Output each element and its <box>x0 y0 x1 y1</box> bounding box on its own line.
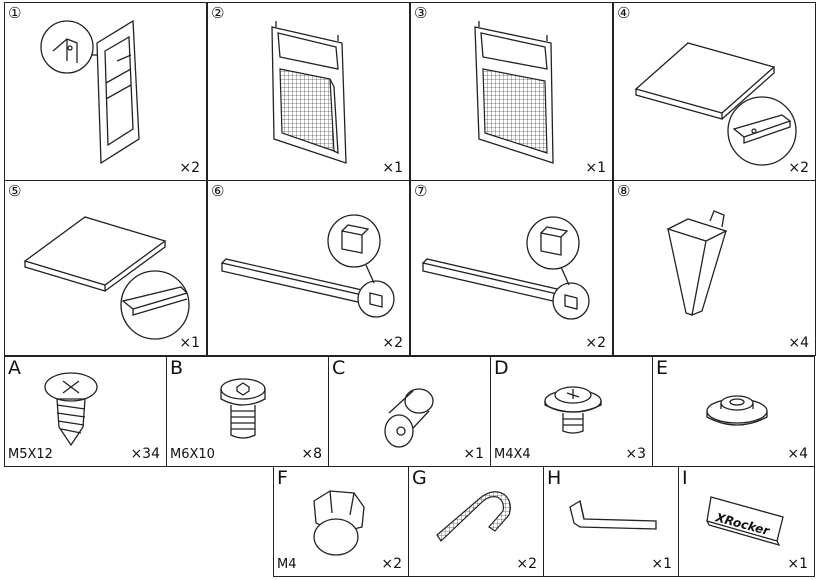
tapping-screw-drawing <box>44 372 98 447</box>
hardware-size: M6X10 <box>170 447 215 462</box>
hardware-letter: B <box>170 357 184 379</box>
front-frame-with-mesh-door-drawing <box>271 21 347 164</box>
flanged-washer-drawing <box>706 395 768 426</box>
logo-badge-drawing: XRocker <box>706 496 784 547</box>
cylinder-nut-drawing <box>384 388 434 448</box>
hardware-letter: H <box>547 467 562 489</box>
hardware-panel-g: G ×2 <box>408 466 544 577</box>
part-number: ① <box>8 4 22 22</box>
hardware-letter: I <box>682 467 688 489</box>
quantity: ×2 <box>585 335 606 351</box>
quantity: ×4 <box>787 446 808 462</box>
quantity: ×34 <box>130 446 160 462</box>
hardware-letter: C <box>332 357 346 379</box>
rail-bar-drawing <box>421 216 590 320</box>
cap-nut-drawing <box>313 490 365 556</box>
quantity: ×1 <box>382 160 403 176</box>
quantity: ×8 <box>301 446 322 462</box>
washer-screw-drawing <box>544 386 602 434</box>
part-panel-6: ⑥ ×2 <box>207 180 410 356</box>
part-panel-1: ① ×2 <box>4 2 207 181</box>
tapered-leg-drawing <box>666 210 728 317</box>
part-panel-4: ④ ×2 <box>613 2 816 181</box>
side-frame-drawing <box>40 19 140 165</box>
part-number: ⑦ <box>414 182 428 200</box>
rail-bar-drawing <box>220 214 395 318</box>
hardware-size: M4 <box>277 557 297 572</box>
quantity: ×3 <box>625 446 646 462</box>
top-board-drawing <box>634 42 797 166</box>
hardware-letter: D <box>494 357 509 379</box>
back-frame-with-mesh-drawing <box>474 21 554 164</box>
hardware-panel-e: E ×4 <box>652 356 815 467</box>
part-panel-2: ② ×1 <box>207 2 410 181</box>
hardware-letter: E <box>656 357 669 379</box>
quantity: ×1 <box>787 556 808 572</box>
hardware-letter: F <box>277 467 288 489</box>
quantity: ×2 <box>788 160 809 176</box>
allen-key-drawing <box>569 499 657 530</box>
quantity: ×1 <box>585 160 606 176</box>
hardware-panel-i: I XRocker ×1 <box>678 466 815 577</box>
hardware-size: M5X12 <box>8 447 53 462</box>
hardware-panel-d: D M4X4 ×3 <box>490 356 653 467</box>
quantity: ×2 <box>381 556 402 572</box>
hardware-panel-h: H ×1 <box>543 466 679 577</box>
hardware-panel-c: C ×1 <box>328 356 491 467</box>
quantity: ×2 <box>516 556 537 572</box>
hardware-panel-b: B M6X10 ×8 <box>166 356 329 467</box>
quantity: ×4 <box>788 335 809 351</box>
quantity: ×2 <box>382 335 403 351</box>
hex-socket-bolt-drawing <box>220 378 266 439</box>
part-number: ③ <box>414 4 428 22</box>
part-number: ⑤ <box>8 182 22 200</box>
bottom-board-drawing <box>23 216 190 340</box>
quantity: ×1 <box>179 335 200 351</box>
edge-trim-clip-drawing <box>436 491 511 542</box>
part-panel-3: ③ ×1 <box>410 2 613 181</box>
hardware-panel-a: A M5X12 ×34 <box>4 356 167 467</box>
quantity: ×1 <box>463 446 484 462</box>
quantity: ×2 <box>179 160 200 176</box>
part-number: ⑥ <box>211 182 225 200</box>
hardware-letter: G <box>412 467 427 489</box>
quantity: ×1 <box>651 556 672 572</box>
part-number: ④ <box>617 4 631 22</box>
part-panel-5: ⑤ ×1 <box>4 180 207 356</box>
hardware-size: M4X4 <box>494 447 531 462</box>
part-panel-8: ⑧ ×4 <box>613 180 816 356</box>
part-number: ⑧ <box>617 182 631 200</box>
hardware-letter: A <box>8 357 21 379</box>
hardware-panel-f: F M4 ×2 <box>273 466 409 577</box>
part-panel-7: ⑦ ×2 <box>410 180 613 356</box>
part-number: ② <box>211 4 225 22</box>
